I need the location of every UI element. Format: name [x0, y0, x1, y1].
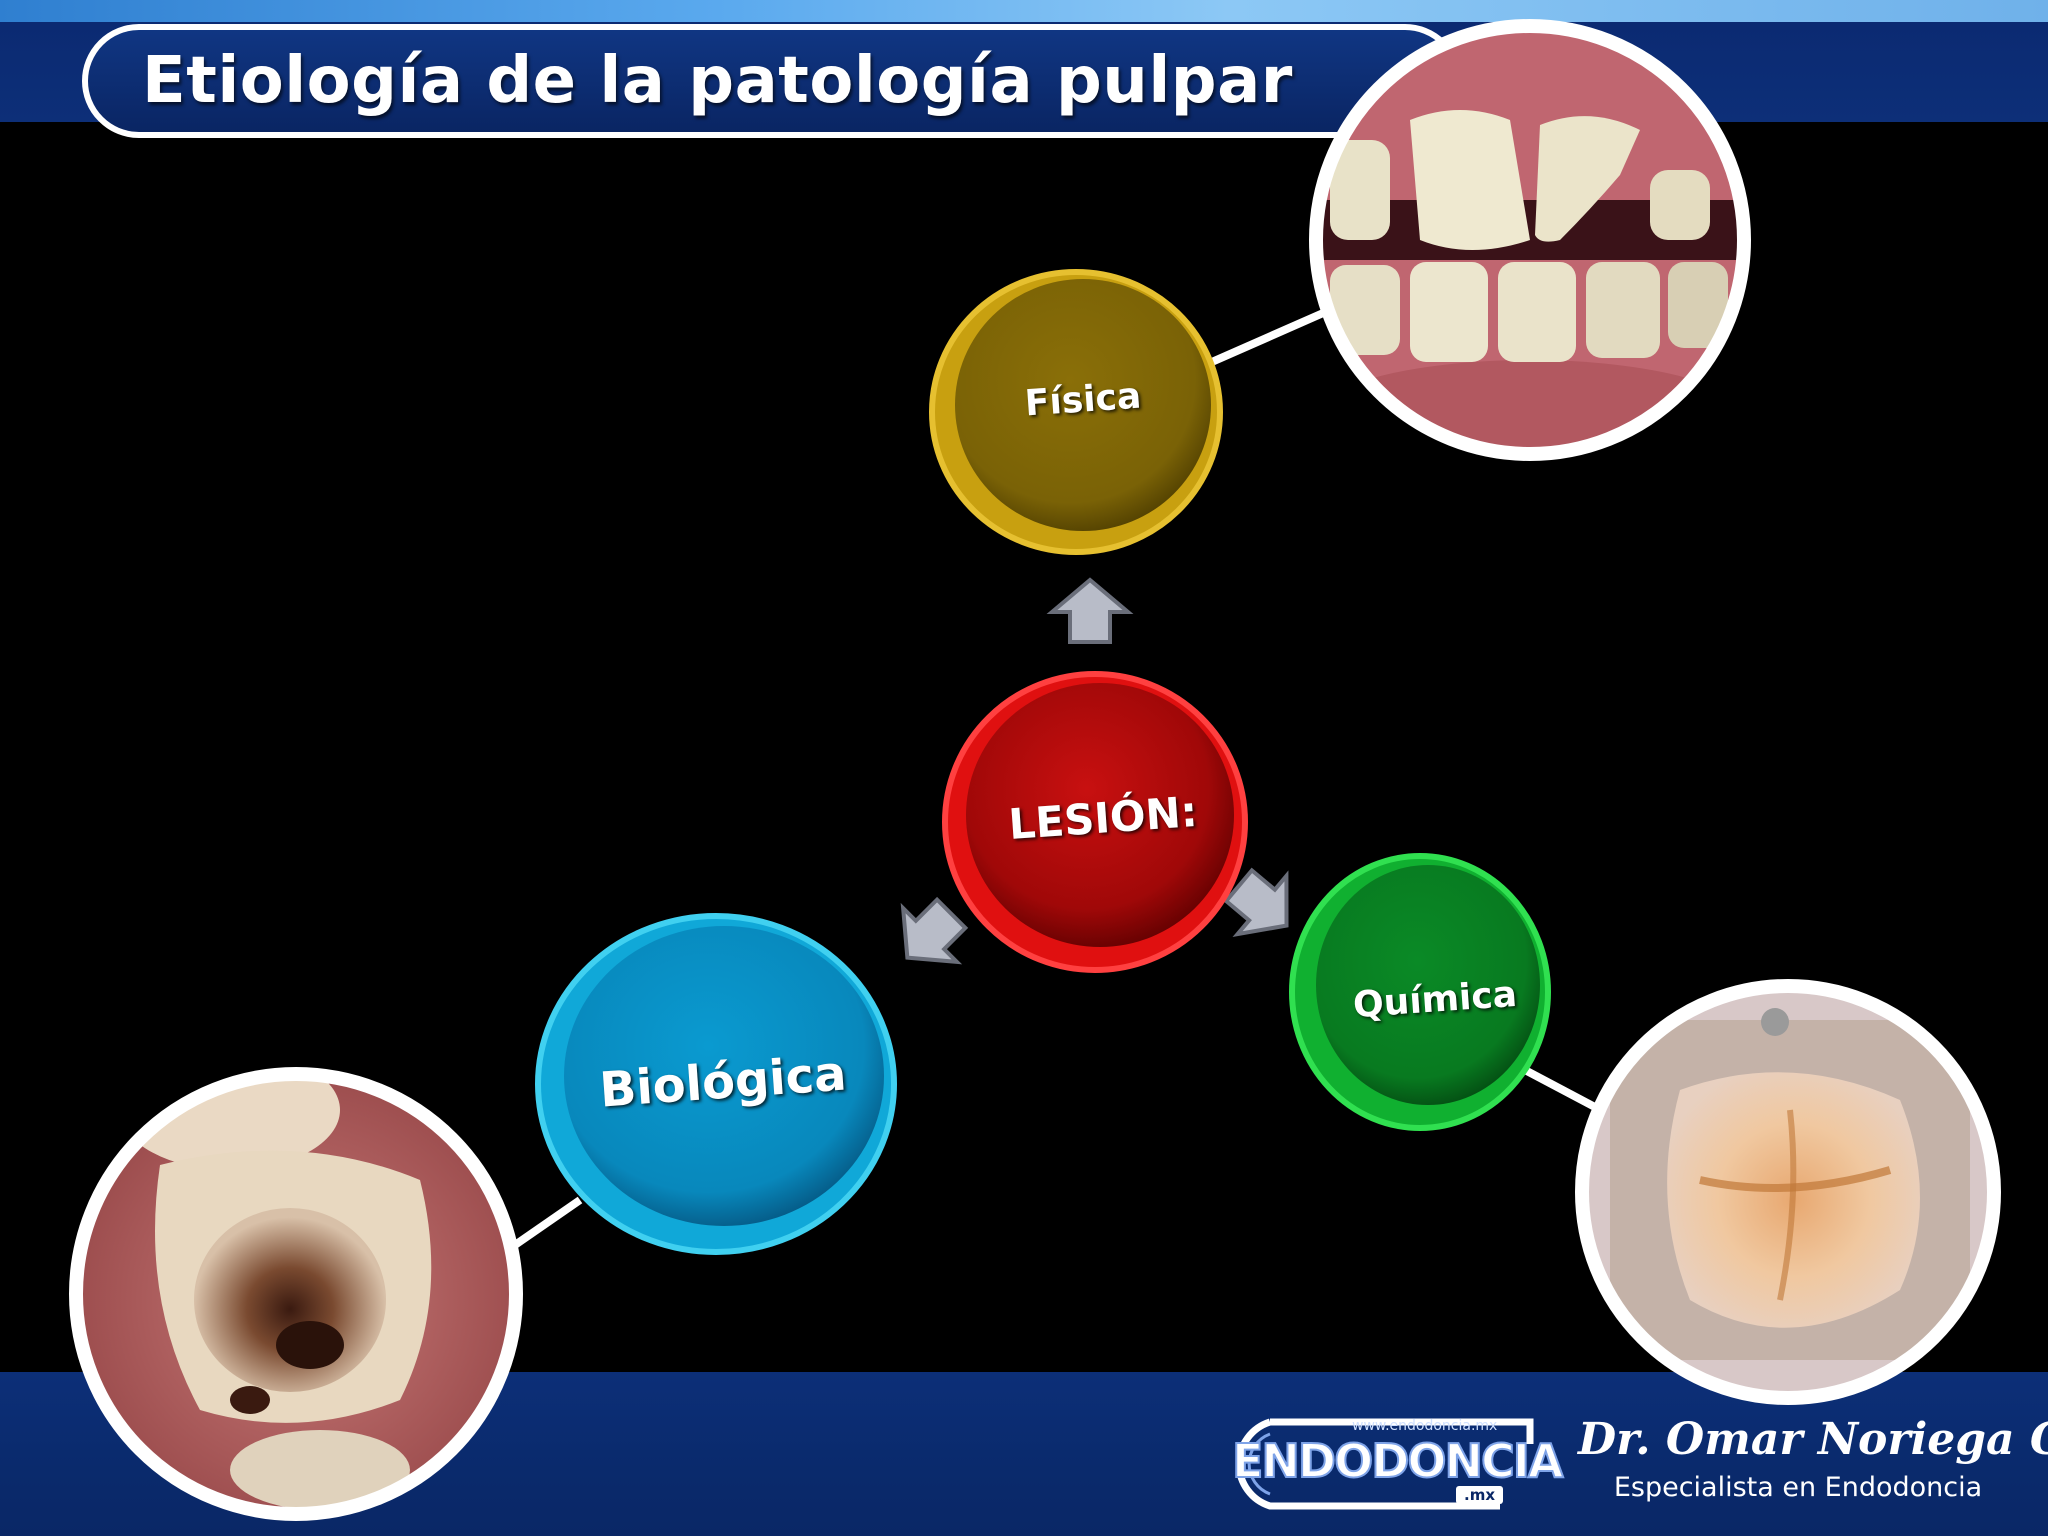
photo-frame-top-right — [1309, 19, 1751, 461]
photo-fractured-teeth — [1320, 30, 1740, 450]
node-biologica — [535, 913, 897, 1255]
node-lesion — [942, 671, 1248, 973]
logo-mx-badge: .mx — [1456, 1486, 1504, 1504]
logo-url: www.endodoncia.mx — [1352, 1418, 1498, 1434]
node-label-fisica: Física — [1023, 375, 1143, 425]
connector-biologica-photo — [512, 1196, 583, 1249]
logo-wordmark: ENDODONCIA — [1231, 1433, 1564, 1489]
node-fisica — [929, 269, 1223, 555]
photo-eroded-molar — [1586, 990, 1990, 1394]
photo-frame-bottom-left — [69, 1067, 523, 1521]
title-pill — [82, 24, 1462, 138]
photo-carious-molar — [80, 1078, 512, 1510]
arrow-lower-right-icon — [1223, 867, 1289, 938]
slide-title: Etiología de la patología pulpar — [142, 44, 1293, 118]
node-quimica — [1289, 853, 1551, 1131]
endodoncia-logo — [1235, 1418, 1534, 1510]
arrow-lower-left-icon — [900, 896, 969, 965]
doctor-specialty: Especialista en Endodoncia — [1613, 1472, 1983, 1503]
photo-frame-bottom-right — [1575, 979, 2001, 1405]
connector-fisica-photo — [1203, 306, 1332, 369]
arrow-up-icon — [1046, 577, 1134, 644]
doctor-signature: Dr. Omar Noriega Gtz. — [1578, 1414, 2048, 1465]
